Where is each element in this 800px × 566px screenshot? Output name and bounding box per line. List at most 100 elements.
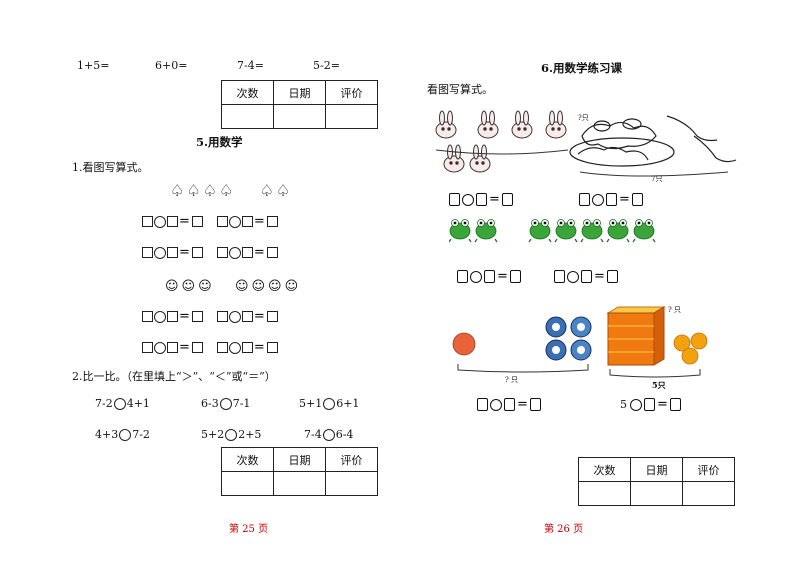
answer-box[interactable]	[167, 216, 178, 227]
answer-box[interactable]	[266, 311, 278, 322]
answer-box[interactable]	[142, 311, 153, 322]
page-number: 第 26 页	[544, 524, 584, 535]
answer-box[interactable]	[216, 342, 228, 353]
answer-box[interactable]	[581, 270, 592, 283]
answer-box[interactable]	[484, 270, 495, 283]
answer-box[interactable]	[241, 311, 253, 322]
operator-circle[interactable]	[592, 193, 604, 206]
answer-box[interactable]	[669, 398, 681, 411]
operator-circle[interactable]	[567, 270, 579, 283]
answer-box[interactable]	[191, 311, 203, 322]
compare-right: 6-4	[335, 428, 354, 441]
operator-circle[interactable]	[228, 310, 241, 323]
answer-box[interactable]	[457, 270, 468, 283]
eval-cell[interactable]	[325, 104, 378, 129]
answer-box[interactable]	[216, 247, 228, 258]
answer-box[interactable]	[241, 342, 253, 353]
answer-box[interactable]	[266, 247, 278, 258]
answer-box[interactable]	[167, 342, 178, 353]
answer-box[interactable]	[266, 342, 278, 353]
answer-box[interactable]	[191, 216, 203, 227]
answer-box[interactable]	[476, 193, 487, 206]
answer-box[interactable]	[167, 311, 178, 322]
answer-box[interactable]	[509, 270, 521, 283]
answer-box[interactable]	[167, 247, 178, 258]
eq-2: 6+0=	[155, 59, 188, 72]
eval-header: 评价	[325, 447, 378, 472]
answer-box[interactable]	[241, 216, 253, 227]
spade-icon: ♤♤♤♤	[170, 181, 236, 200]
eq-3: 7-4=	[237, 59, 264, 72]
compare-right: 7-1	[232, 397, 251, 410]
spade-group: ♤♤♤♤ ♤♤	[170, 181, 292, 200]
answer-box[interactable]	[644, 398, 655, 411]
operator-circle[interactable]	[154, 341, 166, 354]
compare-left: 7-4	[304, 428, 322, 441]
frog-icon	[606, 218, 630, 243]
compare-circle[interactable]	[322, 428, 335, 441]
compare-right: 2+5	[238, 428, 262, 441]
answer-box[interactable]	[477, 398, 488, 411]
operator-circle[interactable]	[154, 215, 166, 228]
equation-row: =	[448, 192, 514, 207]
answer-box[interactable]	[554, 270, 565, 283]
answer-box[interactable]	[504, 398, 515, 411]
answer-box[interactable]	[449, 193, 460, 206]
eval-cell[interactable]	[221, 471, 274, 496]
operator-circle[interactable]	[228, 246, 241, 259]
operator-circle[interactable]	[490, 398, 502, 411]
compare-item: 6-3 7-1	[201, 397, 250, 410]
compare-circle[interactable]	[219, 397, 232, 410]
answer-box[interactable]	[191, 342, 203, 353]
frog-icon	[474, 218, 498, 243]
answer-box[interactable]	[142, 247, 153, 258]
operator-circle[interactable]	[462, 193, 474, 206]
answer-box[interactable]	[501, 193, 513, 206]
answer-box[interactable]	[241, 247, 253, 258]
answer-box[interactable]	[216, 216, 228, 227]
equation-row: = =	[142, 245, 278, 260]
answer-box[interactable]	[529, 398, 541, 411]
eval-cell[interactable]	[325, 471, 378, 496]
eval-cell[interactable]	[630, 481, 683, 506]
eval-cell[interactable]	[273, 471, 326, 496]
operator-circle[interactable]	[470, 270, 482, 283]
brace-line	[435, 149, 569, 155]
answer-box[interactable]	[142, 216, 153, 227]
answer-box[interactable]	[191, 247, 203, 258]
answer-box[interactable]	[142, 342, 153, 353]
operator-circle[interactable]	[154, 246, 166, 259]
rabbit-icon	[435, 110, 567, 173]
compare-right: 4+1	[126, 397, 150, 410]
operator-circle[interactable]	[228, 215, 241, 228]
answer-box[interactable]	[266, 216, 278, 227]
eval-cell[interactable]	[273, 104, 326, 129]
equation-row: =	[553, 269, 619, 284]
answer-box[interactable]	[216, 311, 228, 322]
equation-row: = =	[142, 309, 278, 324]
answer-box[interactable]	[606, 193, 617, 206]
page-number: 第 25 页	[229, 524, 269, 535]
compare-circle[interactable]	[225, 428, 238, 441]
compare-circle[interactable]	[119, 428, 132, 441]
operator-circle[interactable]	[630, 398, 642, 411]
compare-right: 6+1	[336, 397, 360, 410]
compare-left: 5+1	[299, 397, 323, 410]
answer-box[interactable]	[606, 270, 618, 283]
compare-circle[interactable]	[323, 397, 336, 410]
eval-cell[interactable]	[578, 481, 631, 506]
compare-circle[interactable]	[113, 397, 126, 410]
eval-cell[interactable]	[221, 104, 274, 129]
given-number: 5	[620, 398, 627, 411]
frog-row	[449, 218, 656, 243]
compare-left: 6-3	[201, 397, 219, 410]
answer-box[interactable]	[579, 193, 590, 206]
answer-box[interactable]	[631, 193, 643, 206]
operator-circle[interactable]	[228, 341, 241, 354]
smile-icon: ☺☺☺☺	[234, 279, 302, 294]
operator-circle[interactable]	[154, 310, 166, 323]
eval-cell[interactable]	[682, 481, 735, 506]
rabbits-frogs-illustration	[435, 110, 737, 177]
equation-row: =	[456, 269, 522, 284]
